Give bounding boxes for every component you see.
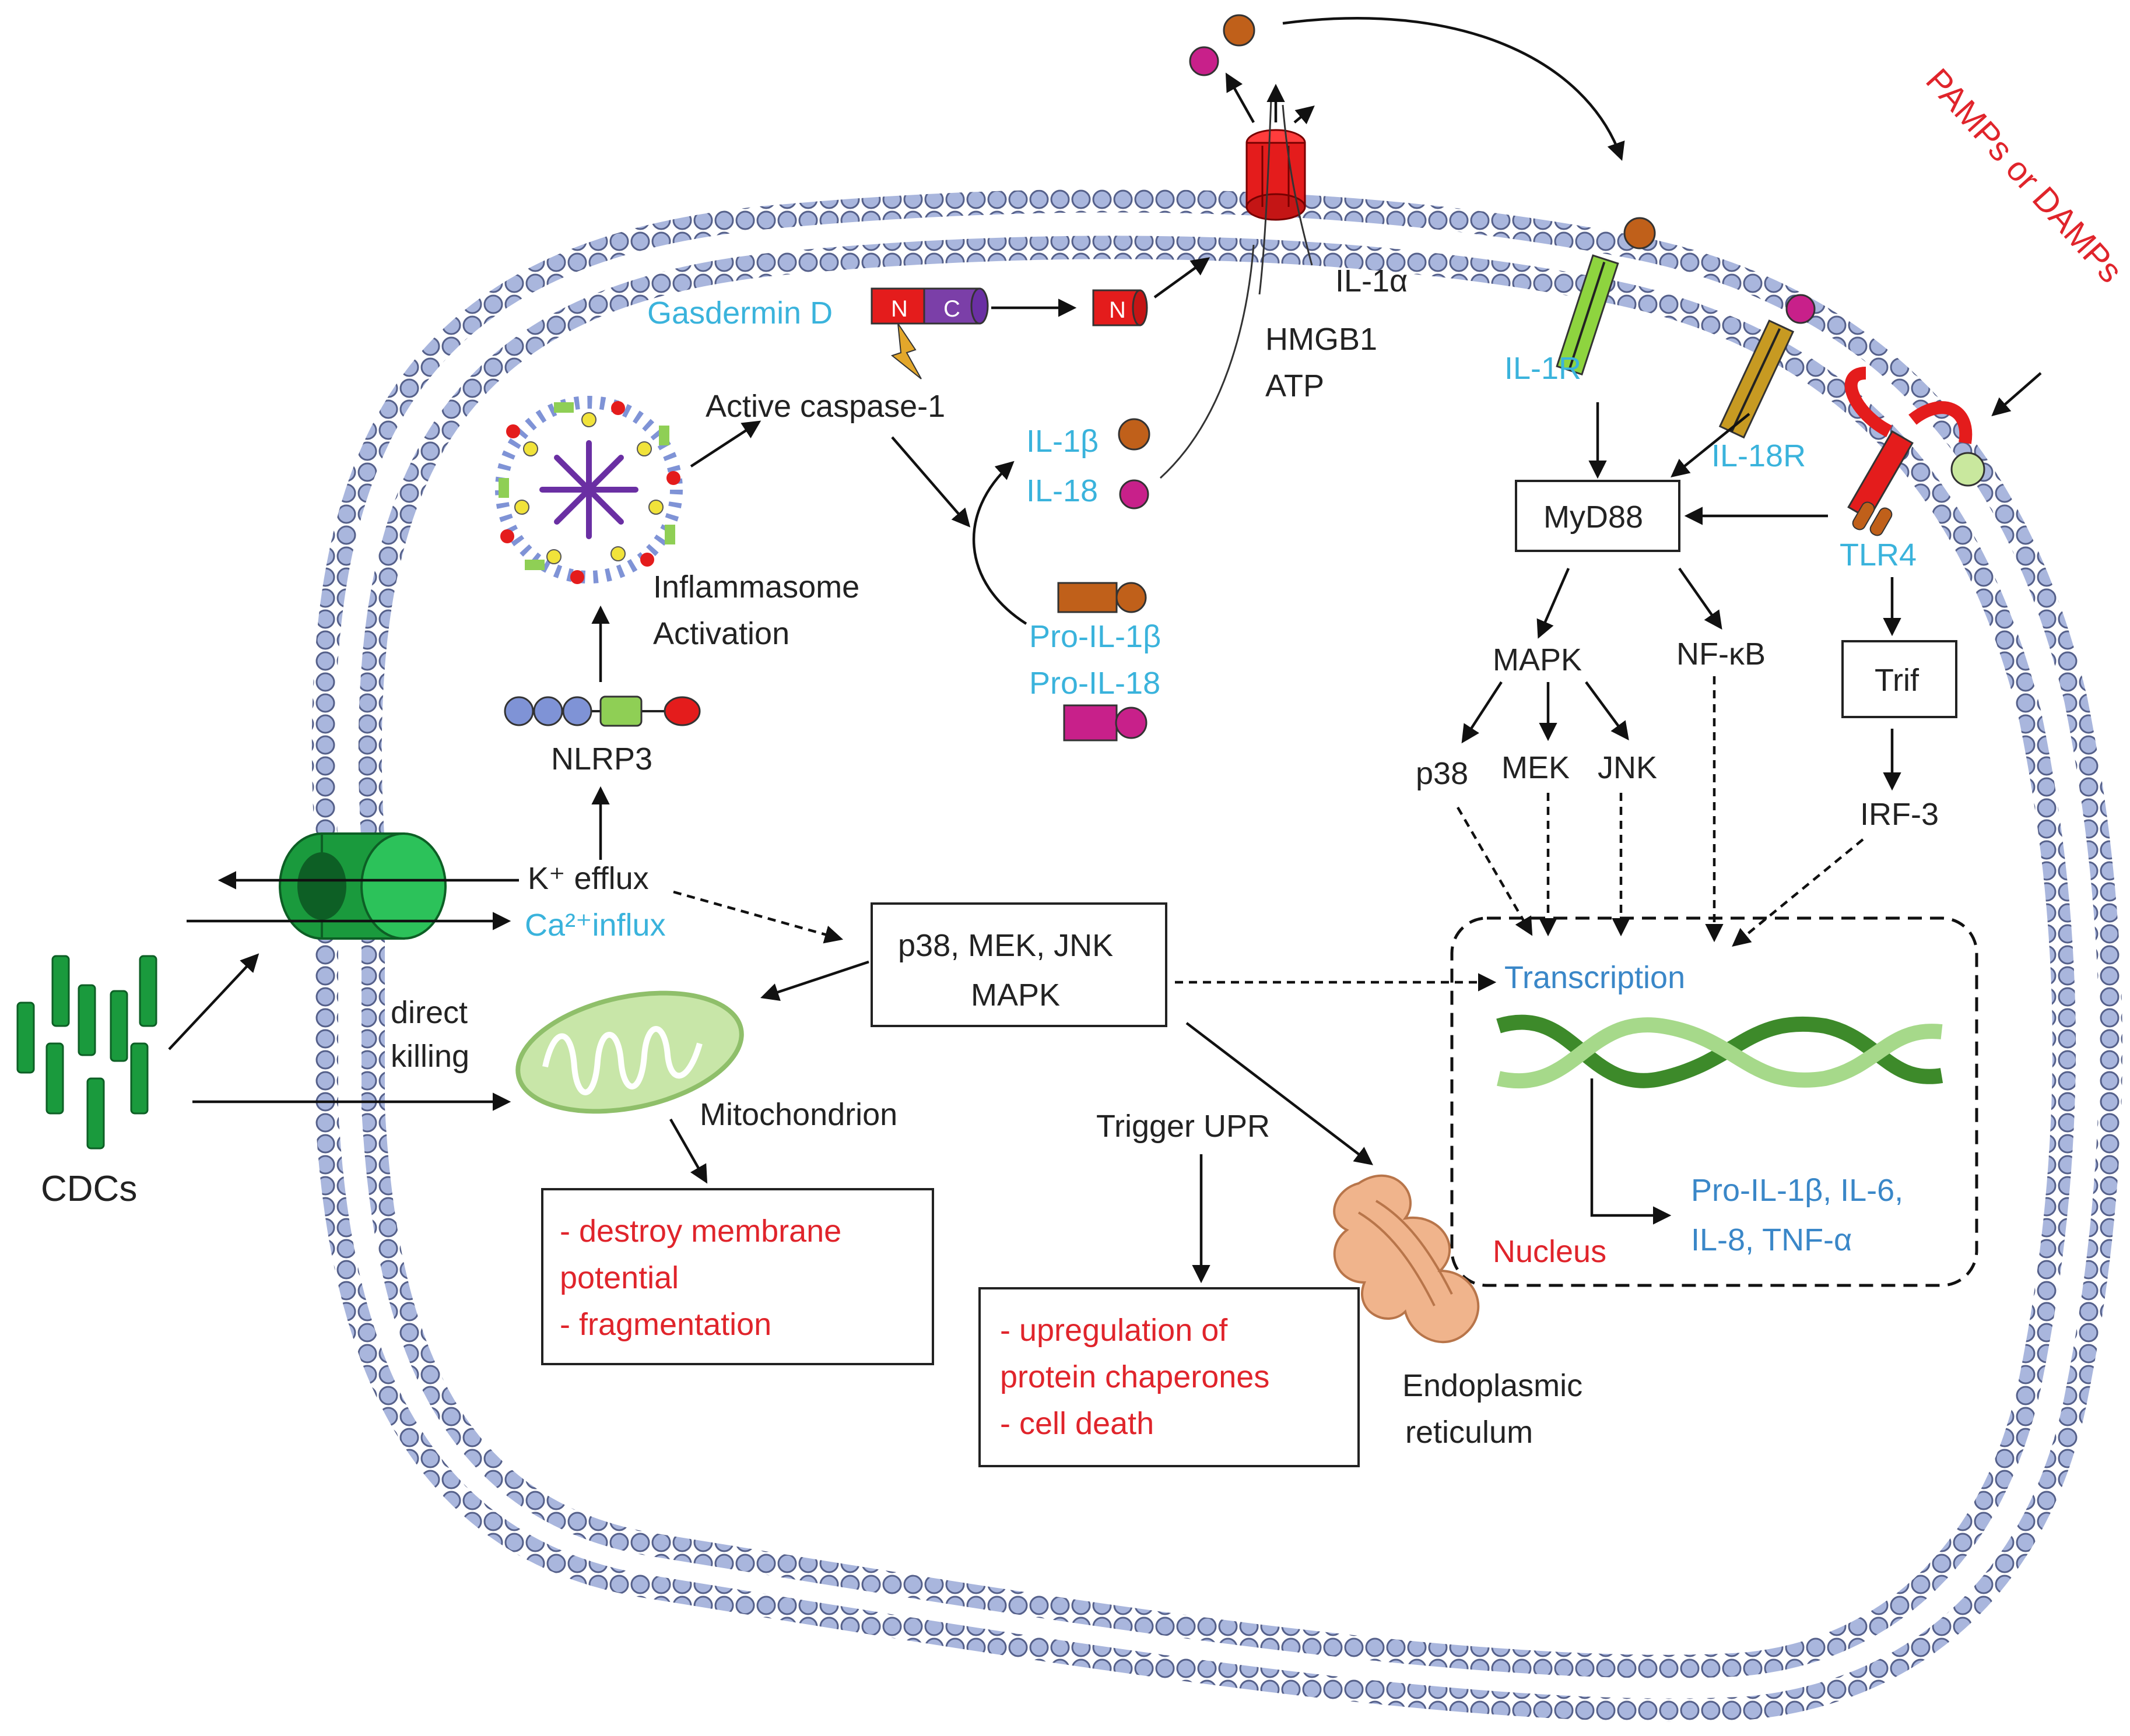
inflammasome-label-2: Activation (653, 616, 789, 651)
cdc-pore-channel (279, 832, 447, 940)
mapk-to-p38-arrow (1461, 681, 1503, 744)
mapk-box (871, 902, 1167, 1027)
genes-label-1: Pro-IL-1β, IL-6, (1691, 1173, 1903, 1208)
gasdermin-d-icon (871, 287, 989, 379)
cdc-toxins (16, 955, 157, 1150)
n-fragment-to-pore-arrow (1153, 257, 1210, 298)
transcription-label: Transcription (1504, 960, 1685, 995)
il1a-release-path (1282, 104, 1313, 266)
pro-il-to-mature-arrow (972, 461, 1027, 625)
k-efflux-label: K⁺ efflux (528, 861, 649, 896)
released-il18-icon (1189, 46, 1219, 76)
il1a-label: IL-1α (1335, 263, 1408, 298)
p38-to-transcription-arrow (1457, 806, 1533, 936)
cdc-to-channel-arrow (168, 953, 259, 1050)
nlrp3-label: NLRP3 (551, 742, 652, 776)
gasdermin-c-label: C (943, 296, 960, 322)
upr-effect-2: protein chaperones (1000, 1359, 1269, 1394)
upr-effects-box (978, 1287, 1360, 1467)
jnk-label: JNK (1598, 750, 1657, 785)
mapk-box-label-1: p38, MEK, JNK (898, 928, 1113, 963)
nfkb-label: NF-κB (1676, 637, 1766, 672)
er-label-2: reticulum (1405, 1415, 1533, 1450)
myd88-to-mapk-arrow (1536, 568, 1570, 639)
cdcs-label: CDCs (41, 1169, 137, 1209)
trigger-upr-label: Trigger UPR (1096, 1109, 1270, 1144)
release-arrow-right (1293, 105, 1315, 125)
inflammasome-icon (495, 396, 683, 584)
released-il1b-icon (1223, 14, 1255, 47)
endoplasmic-reticulum-icon (1333, 1175, 1480, 1344)
il18-icon (1119, 479, 1149, 509)
pro-il1b-icon (1057, 582, 1147, 613)
mito-effects-box (541, 1188, 934, 1365)
gasdermin-n-label: N (891, 296, 908, 322)
il18r-label: IL-18R (1711, 438, 1806, 473)
il1r-receptor-icon (1556, 217, 1656, 376)
pro-il1b-label: Pro-IL-1β (1029, 619, 1161, 654)
pro-il18-icon (1063, 704, 1148, 742)
k-efflux-to-mapk-arrow (673, 890, 844, 944)
trif-box (1841, 640, 1957, 718)
upr-effect-1: - upregulation of (1000, 1313, 1228, 1348)
tlr4-receptor-icon (1844, 367, 1985, 536)
mitochondrion-icon (515, 990, 744, 1114)
nucleus-boundary (1450, 916, 1978, 1287)
il1r-label: IL-1R (1504, 351, 1581, 386)
il1b-icon (1118, 418, 1150, 451)
dna-to-genes-arrow (1590, 1078, 1672, 1225)
p38-label: p38 (1416, 756, 1468, 791)
genes-label-2: IL-8, TNF-α (1691, 1222, 1852, 1257)
inflammasome-label-1: Inflammasome (653, 570, 859, 605)
upr-effect-3: - cell death (1000, 1406, 1154, 1441)
mito-effect-3: - fragmentation (560, 1307, 771, 1342)
mapk-to-mitochondrion-arrow (760, 960, 869, 1001)
caspase-to-pro-il-arrow (891, 436, 971, 528)
er-label-1: Endoplasmic (1402, 1368, 1582, 1403)
nlrp3-icon (504, 695, 701, 727)
inflammasome-to-caspase-arrow (690, 420, 762, 468)
pro-il18-label: Pro-IL-18 (1029, 666, 1160, 701)
tlr4-label: TLR4 (1840, 537, 1917, 572)
il18r-to-myd88-arrow (1671, 413, 1750, 477)
active-caspase-label: Active caspase-1 (706, 389, 945, 424)
direct-label-2: killing (391, 1039, 469, 1074)
mapk-label: MAPK (1493, 642, 1582, 677)
il-release-path (1159, 244, 1255, 479)
mito-effect-1: - destroy membrane (560, 1214, 841, 1249)
myd88-to-nfkb-arrow (1678, 567, 1722, 630)
trif-label: Trif (1875, 663, 1920, 698)
myd88-label: MyD88 (1543, 500, 1643, 535)
mapk-to-er-arrow (1185, 1022, 1374, 1165)
hmgb1-label: HMGB1 (1265, 322, 1377, 357)
atp-label: ATP (1265, 368, 1324, 403)
gasdermin-label: Gasdermin D (647, 296, 833, 331)
direct-label-1: direct (391, 995, 468, 1030)
nucleus-label: Nucleus (1493, 1234, 1606, 1269)
pamps-to-tlr4-arrow (1991, 372, 2042, 417)
cell-membrane (311, 189, 2122, 1722)
irf3-to-transcription-arrow (1732, 838, 1864, 947)
il1b-label: IL-1β (1026, 424, 1099, 459)
gasdermin-pore-icon (1245, 129, 1306, 221)
mek-label: MEK (1501, 750, 1570, 785)
mapk-to-jnk-arrow (1585, 681, 1629, 741)
irf3-label: IRF-3 (1860, 797, 1939, 832)
ca-influx-label: Ca²⁺influx (525, 908, 666, 943)
il18r-receptor-icon (1718, 294, 1816, 439)
mitochondrion-label: Mitochondrion (700, 1097, 897, 1132)
dna-helix-icon (1496, 1014, 1943, 1089)
pamps-label: PAMPs or DAMPs (1918, 61, 2129, 290)
mito-effect-2: potential (560, 1260, 679, 1295)
gasdermin-n-fragment-label: N (1109, 297, 1126, 323)
cytokine-to-receptor-arrow (1282, 16, 1625, 161)
hmgb1-release-path (1258, 99, 1272, 295)
mitochondrion-to-effects-arrow (669, 1118, 708, 1184)
release-arrow-left (1225, 72, 1255, 124)
il18-label: IL-18 (1026, 473, 1098, 508)
myd88-box (1515, 480, 1680, 552)
gasdermin-n-fragment-icon (1092, 289, 1148, 326)
mapk-box-label-2: MAPK (971, 978, 1060, 1013)
